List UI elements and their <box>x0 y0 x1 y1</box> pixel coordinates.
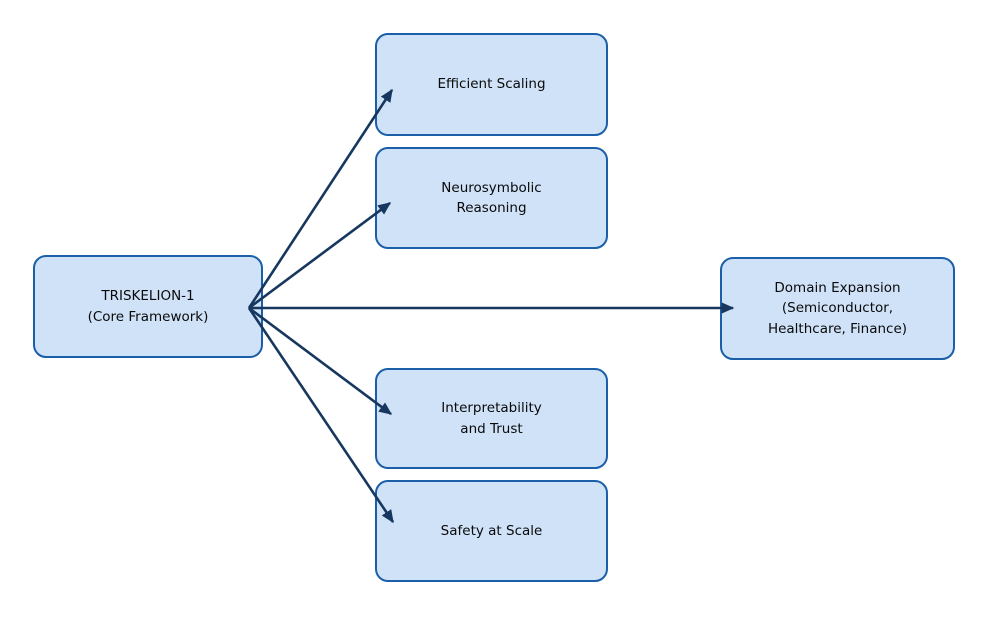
node-domain-expansion: Domain Expansion (Semiconductor, Healthc… <box>720 257 955 360</box>
edge-core-to-neurosymbolic-reasoning <box>248 201 392 310</box>
edge-core-to-interpretability-trust <box>248 306 393 416</box>
node-core-framework: TRISKELION-1 (Core Framework) <box>33 255 263 358</box>
node-neurosymbolic-reasoning: Neurosymbolic Reasoning <box>375 147 608 249</box>
edge-core-to-efficient-scaling <box>247 88 394 309</box>
edge-core-to-safety-at-scale <box>247 307 395 524</box>
node-efficient-scaling: Efficient Scaling <box>375 33 608 136</box>
node-interpretability-and-trust: Interpretability and Trust <box>375 368 608 469</box>
node-safety-at-scale: Safety at Scale <box>375 480 608 582</box>
